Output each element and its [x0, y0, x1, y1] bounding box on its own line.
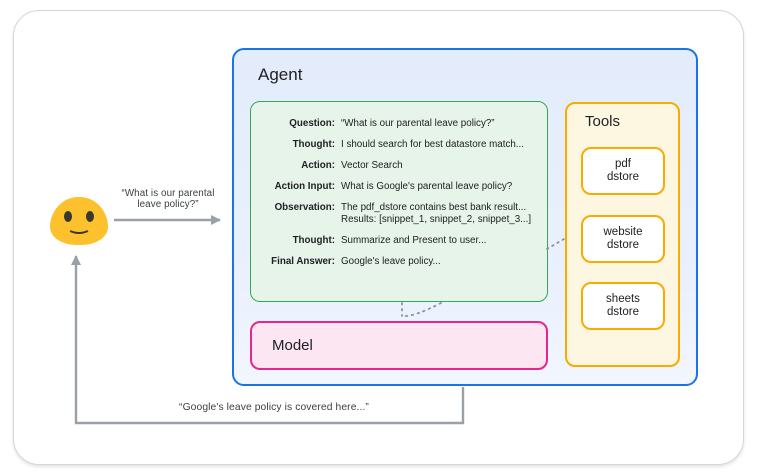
user-smiley-emoji [50, 197, 108, 245]
react-scratchpad-box: Question: “What is our parental leave po… [250, 101, 548, 302]
row-label: Action: [301, 160, 335, 171]
row-label: Thought: [292, 139, 335, 150]
scratchpad-row-action-input: Action Input: What is Google's parental … [253, 181, 539, 193]
observation-line-1: The pdf_dstore contains best bank result… [341, 202, 527, 213]
scratchpad-row-final-answer: Final Answer: Google's leave policy... [253, 256, 539, 268]
emoji-smile-mouth [67, 221, 91, 234]
scratchpad-row-thought-1: Thought: I should search for best datast… [253, 139, 539, 151]
row-value: Summarize and Present to user... [341, 235, 487, 246]
emoji-left-eye [64, 211, 72, 222]
row-label: Question: [289, 118, 335, 129]
agent-title: Agent [258, 65, 303, 84]
scratchpad-row-observation: Observation: The pdf_dstore contains bes… [253, 202, 539, 226]
row-label: Thought: [292, 235, 335, 246]
tool-sheets-dstore: sheets dstore [581, 282, 665, 330]
tool-label-line-1: website [603, 226, 643, 238]
scratchpad-row-question: Question: “What is our parental leave po… [253, 118, 539, 130]
row-value: What is Google's parental leave policy? [341, 181, 513, 192]
tool-label-line-2: dstore [607, 306, 639, 318]
agent-response-text: “Google's leave policy is covered here..… [179, 402, 369, 413]
tools-title: Tools [585, 113, 621, 130]
tool-label-line-1: pdf [615, 158, 631, 170]
user-query-line-1: “What is our parental [121, 188, 215, 199]
tool-pdf-dstore: pdf dstore [581, 147, 665, 195]
scratchpad-row-action: Action: Vector Search [253, 160, 539, 172]
model-title: Model [272, 337, 313, 354]
row-value: “What is our parental leave policy?” [341, 118, 495, 129]
row-value: Vector Search [341, 160, 403, 171]
emoji-right-eye [86, 211, 94, 222]
user-query-line-2: leave policy?” [137, 199, 199, 210]
user-query-text: “What is our parental leave policy?” [106, 188, 230, 210]
tool-label-line-2: dstore [607, 239, 639, 251]
row-label: Final Answer: [271, 256, 335, 267]
tool-label-line-1: sheets [606, 293, 640, 305]
row-label: Observation: [274, 202, 335, 213]
row-value: Google's leave policy... [341, 256, 441, 267]
scratchpad-row-thought-2: Thought: Summarize and Present to user..… [253, 235, 539, 247]
row-value: I should search for best datastore match… [341, 139, 524, 150]
tool-label-line-2: dstore [607, 171, 639, 183]
row-value: The pdf_dstore contains best bank result… [341, 202, 539, 226]
row-label: Action Input: [274, 181, 335, 192]
observation-line-2: Results: [snippet_1, snippet_2, snippet_… [341, 214, 532, 225]
tool-website-dstore: website dstore [581, 215, 665, 263]
model-box: Model [250, 321, 548, 370]
tools-box: Tools pdf dstore website dstore sheets d… [565, 102, 680, 367]
